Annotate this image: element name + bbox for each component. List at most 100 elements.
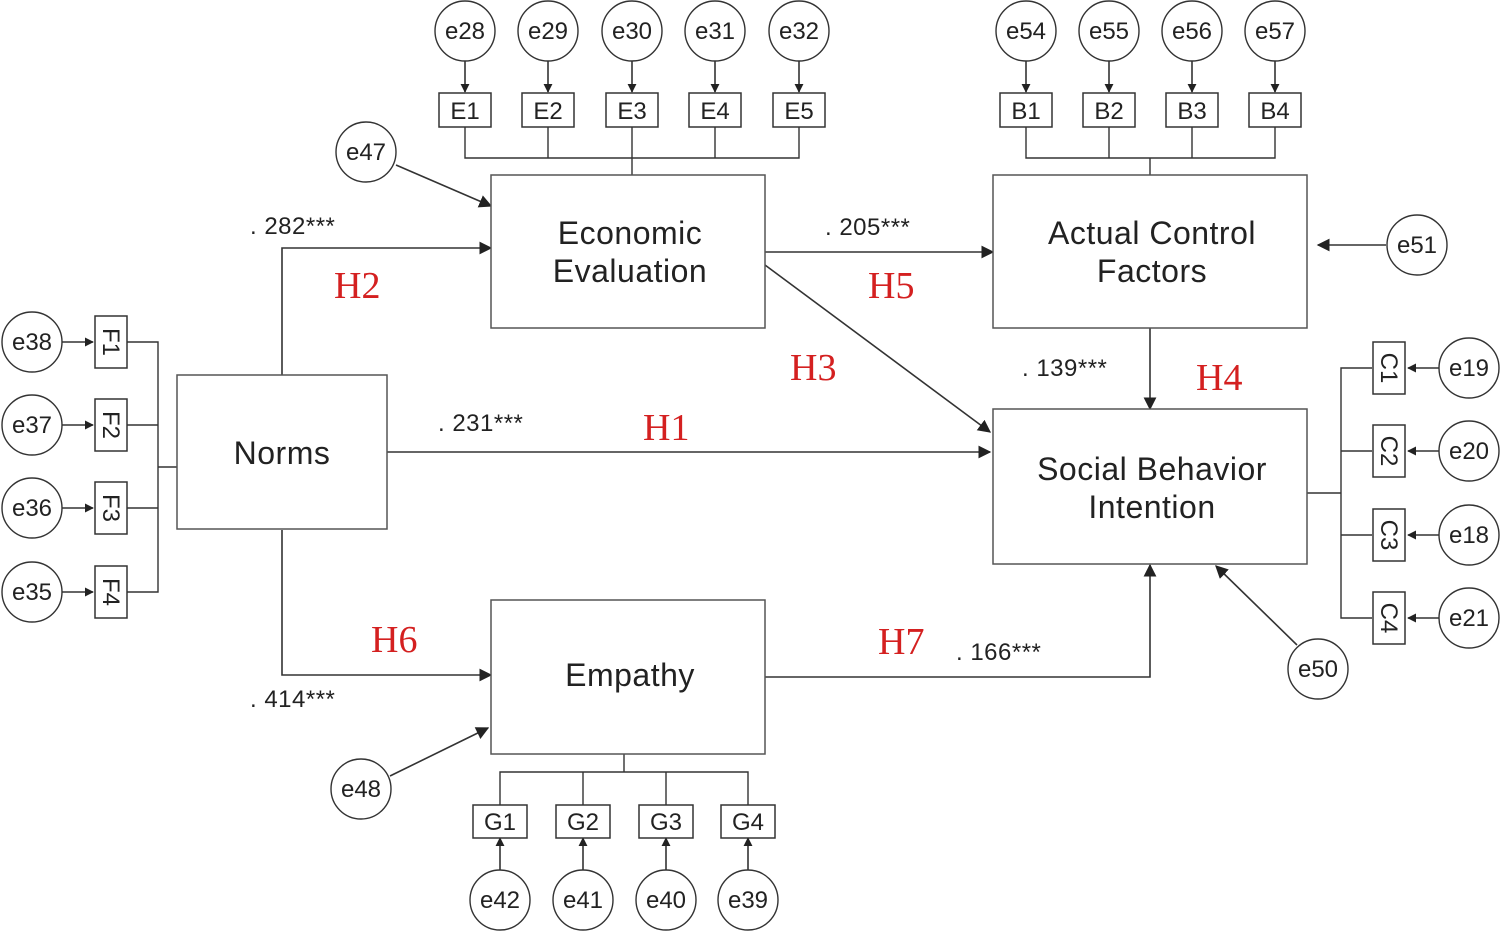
construct-norms-label: Norms — [234, 435, 331, 471]
svg-text:C3: C3 — [1375, 520, 1402, 551]
construct-empathy-label: Empathy — [565, 657, 695, 693]
svg-text:F3: F3 — [97, 494, 124, 522]
svg-text:C2: C2 — [1375, 436, 1402, 467]
svg-text:F2: F2 — [97, 411, 124, 439]
error-e19: e19 — [1438, 337, 1500, 399]
svg-text:e41: e41 — [563, 887, 603, 914]
c-error-arrows — [1407, 363, 1439, 623]
hypothesis-h7: H7 — [878, 621, 924, 663]
error-e40: e40 — [635, 869, 697, 931]
error-e32: e32 — [768, 0, 830, 62]
svg-text:e47: e47 — [346, 139, 386, 166]
error-e51: e51 — [1386, 214, 1448, 276]
hypothesis-h1: H1 — [643, 407, 689, 449]
svg-text:E3: E3 — [617, 98, 646, 125]
indicator-g4: G4 — [720, 804, 776, 839]
error-e41: e41 — [552, 869, 614, 931]
indicator-e5: E5 — [772, 92, 826, 128]
f-indicator-bracket — [127, 341, 177, 593]
hypothesis-h3: H3 — [790, 347, 836, 389]
svg-text:e37: e37 — [12, 412, 52, 439]
indicator-b3: B3 — [1165, 92, 1219, 128]
e50-arrow — [1215, 565, 1298, 646]
svg-text:G2: G2 — [567, 809, 599, 836]
error-e29: e29 — [517, 0, 579, 62]
svg-text:B4: B4 — [1260, 98, 1289, 125]
svg-text:e21: e21 — [1449, 605, 1489, 632]
svg-text:e55: e55 — [1089, 18, 1129, 45]
construct-economic-evaluation: Economic Evaluation — [490, 174, 766, 329]
svg-text:e48: e48 — [341, 776, 381, 803]
construct-economic-label-line1: Economic — [558, 215, 703, 251]
error-e18: e18 — [1438, 504, 1500, 566]
svg-text:C4: C4 — [1375, 603, 1402, 634]
svg-text:e38: e38 — [12, 329, 52, 356]
indicator-b1: B1 — [999, 92, 1053, 128]
svg-text:G4: G4 — [732, 809, 764, 836]
construct-empathy: Empathy — [490, 599, 766, 755]
e48-arrow — [389, 727, 490, 777]
coef-h1: . 231*** — [438, 410, 523, 437]
hypothesis-h6: H6 — [371, 619, 417, 661]
b-error-arrows — [1021, 61, 1280, 93]
svg-text:e36: e36 — [12, 495, 52, 522]
error-e54: e54 — [995, 0, 1057, 62]
coef-h6: . 414*** — [250, 686, 335, 713]
indicator-c3: C3 — [1372, 508, 1406, 562]
g-error-arrows — [495, 837, 753, 870]
construct-actual-label-line1: Actual Control — [1048, 215, 1256, 251]
error-e55: e55 — [1078, 0, 1140, 62]
svg-text:e32: e32 — [779, 18, 819, 45]
path-h3-arrow — [764, 264, 992, 433]
indicator-e4: E4 — [688, 92, 742, 128]
coef-h5: . 205*** — [825, 214, 910, 241]
svg-text:e50: e50 — [1298, 656, 1338, 683]
coef-h4: . 139*** — [1022, 355, 1107, 382]
svg-text:e56: e56 — [1172, 18, 1212, 45]
svg-text:e39: e39 — [728, 887, 768, 914]
svg-text:e30: e30 — [612, 18, 652, 45]
indicator-g2: G2 — [555, 804, 611, 839]
svg-text:B1: B1 — [1011, 98, 1040, 125]
f-error-arrows — [62, 337, 94, 597]
error-e56: e56 — [1161, 0, 1223, 62]
e-indicator-bracket — [464, 127, 800, 175]
indicator-e1: E1 — [438, 92, 492, 128]
svg-text:e42: e42 — [480, 887, 520, 914]
e-error-arrows — [460, 61, 804, 93]
path-h7-arrow — [765, 563, 1157, 678]
svg-text:E2: E2 — [533, 98, 562, 125]
error-e47: e47 — [335, 121, 397, 183]
construct-actual-control-factors: Actual Control Factors — [992, 174, 1308, 329]
indicator-c1: C1 — [1372, 341, 1406, 395]
error-e35: e35 — [1, 561, 63, 623]
svg-text:G1: G1 — [484, 809, 516, 836]
e47-arrow — [395, 164, 493, 208]
indicator-g3: G3 — [638, 804, 694, 839]
error-e38: e38 — [1, 311, 63, 373]
hypothesis-h4: H4 — [1196, 357, 1242, 399]
svg-text:E1: E1 — [450, 98, 479, 125]
g-indicator-bracket — [499, 754, 749, 805]
svg-text:e29: e29 — [528, 18, 568, 45]
coef-h2: . 282*** — [250, 213, 335, 240]
error-e28: e28 — [434, 0, 496, 62]
svg-text:e31: e31 — [695, 18, 735, 45]
b-indicator-bracket — [1025, 127, 1276, 175]
error-e36: e36 — [1, 477, 63, 539]
indicator-b2: B2 — [1082, 92, 1136, 128]
indicator-f3: F3 — [94, 481, 128, 535]
svg-text:B2: B2 — [1094, 98, 1123, 125]
svg-text:G3: G3 — [650, 809, 682, 836]
svg-text:e28: e28 — [445, 18, 485, 45]
construct-economic-label-line2: Evaluation — [553, 253, 707, 289]
svg-text:B3: B3 — [1177, 98, 1206, 125]
indicator-e3: E3 — [605, 92, 659, 128]
svg-text:F1: F1 — [97, 328, 124, 356]
svg-text:e18: e18 — [1449, 522, 1489, 549]
svg-text:e57: e57 — [1255, 18, 1295, 45]
error-e37: e37 — [1, 394, 63, 456]
svg-text:E5: E5 — [784, 98, 813, 125]
indicator-c4: C4 — [1372, 591, 1406, 645]
